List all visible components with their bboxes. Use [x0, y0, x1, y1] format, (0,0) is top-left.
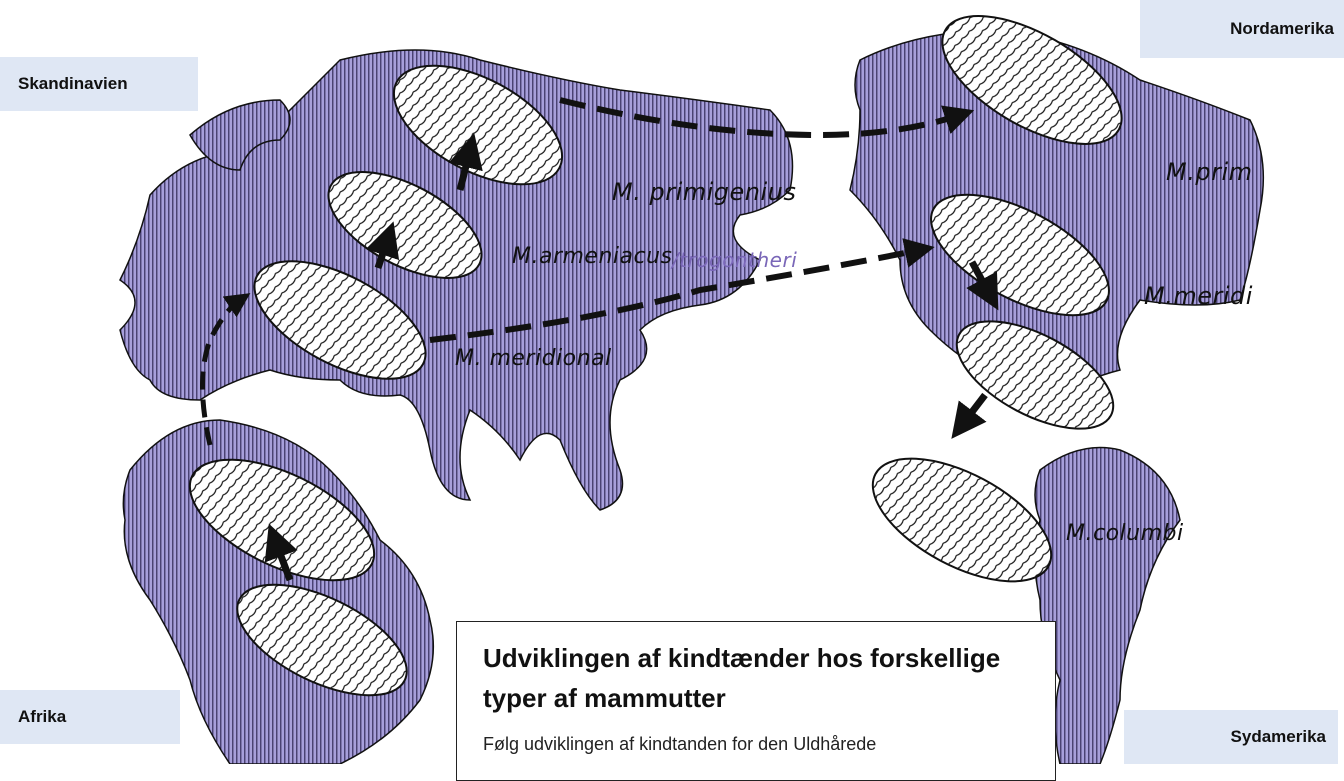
region-label-afrika: Afrika	[0, 690, 180, 744]
species-label-armeniacus: M.armeniacus	[512, 244, 673, 269]
species-label-meridional: M. meridional	[455, 346, 612, 371]
region-label-sydamerika: Sydamerika	[1124, 710, 1338, 764]
evolution-arrow-5	[962, 395, 985, 425]
info-title: Udviklingen af kindtænder hos forskellig…	[483, 638, 1029, 718]
species-label-prim: M.prim	[1166, 158, 1252, 186]
species-label-trogontherii: /trogontheri	[672, 248, 797, 272]
region-label-skandinavien: Skandinavien	[0, 57, 198, 111]
info-body: Følg udviklingen af kindtanden for den U…	[483, 732, 1029, 756]
info-box: Udviklingen af kindtænder hos forskellig…	[456, 621, 1056, 781]
region-label-nordamerika: Nordamerika	[1140, 0, 1344, 58]
species-label-meridi: M.meridi	[1144, 282, 1253, 310]
species-label-columbi: M.columbi	[1066, 521, 1184, 546]
species-label-primigenius: M. primigenius	[612, 178, 796, 206]
